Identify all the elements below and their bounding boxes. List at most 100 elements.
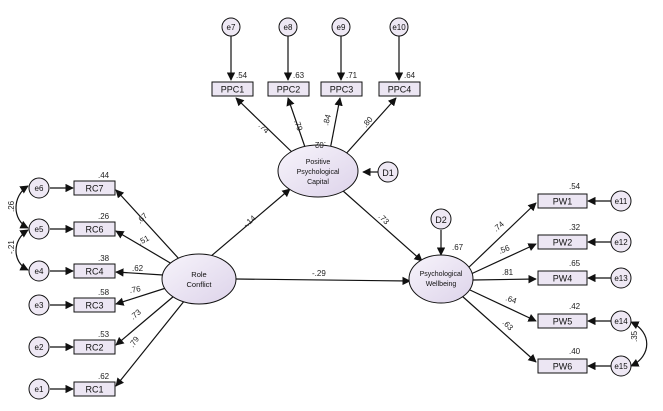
error-e13: e13 <box>610 267 632 289</box>
indicator-rc6: RC6 <box>73 221 116 237</box>
r2-rc6: .26 <box>98 212 110 221</box>
error-e9: e9 <box>331 17 351 37</box>
latent-wellbeing: Psychological Wellbeing <box>408 254 474 304</box>
error-e7: e7 <box>221 17 241 37</box>
latent-label: Conflict <box>186 280 212 289</box>
error-label: e2 <box>35 343 44 352</box>
indicator-ppc3: PPC3 <box>320 81 363 97</box>
coef-rc-to-ppc: -.14 <box>241 213 258 229</box>
indicator-label: PPC4 <box>388 85 412 95</box>
path-pw-pw6 <box>461 295 537 363</box>
path-rc-to-ppc <box>209 188 291 258</box>
loading-ppc3: .84 <box>321 113 333 127</box>
indicator-label: RC1 <box>85 385 103 395</box>
error-label: e5 <box>35 225 44 234</box>
latent-ppc: Positive Psychological Capital <box>277 144 359 198</box>
latent-label: Capital <box>307 179 329 186</box>
path-ppc-ppc1 <box>235 97 297 157</box>
r2-rc2: .53 <box>98 330 110 339</box>
indicator-ppc4: PPC4 <box>378 81 421 97</box>
indicator-pw4: PW4 <box>537 270 588 286</box>
indicator-rc1: RC1 <box>73 381 116 397</box>
path-rc-rc4 <box>115 268 164 277</box>
cov-label-e5-e4: -.21 <box>7 240 16 254</box>
cov-label-e6-e5: .26 <box>7 200 16 212</box>
path-ppc-ppc2 <box>286 97 307 151</box>
indicator-label: RC2 <box>85 343 103 353</box>
error-e12: e12 <box>610 231 632 253</box>
error-label: e11 <box>615 197 628 206</box>
latent-label: Psychological <box>297 169 340 176</box>
error-label: e9 <box>337 23 346 32</box>
path-rc-rc6 <box>115 230 173 265</box>
r2-pw1: .54 <box>569 182 581 191</box>
loading-ppc2: .79 <box>292 119 304 133</box>
r2-pw6: .40 <box>569 347 581 356</box>
loading-rc2: .73 <box>129 307 144 321</box>
indicator-rc7: RC7 <box>73 180 116 196</box>
indicator-label: PPC3 <box>330 85 354 95</box>
indicator-rc3: RC3 <box>73 297 116 313</box>
loading-pw2: .56 <box>497 243 511 256</box>
indicator-ppc1: PPC1 <box>211 81 254 97</box>
path-ppc-ppc3 <box>329 97 343 151</box>
loading-rc6: .51 <box>137 233 152 246</box>
indicator-label: RC6 <box>85 225 103 235</box>
error-label: e1 <box>35 385 44 394</box>
latent-label: Wellbeing <box>426 281 457 288</box>
indicator-label: PW6 <box>553 362 573 372</box>
indicator-pw2: PW2 <box>537 234 588 250</box>
path-ppc-to-pw <box>341 189 423 262</box>
loading-ppc1: .74 <box>257 121 272 136</box>
loading-pw5: .64 <box>504 293 518 305</box>
cov-label-e14-e15: .35 <box>630 330 639 342</box>
error-label: e13 <box>614 274 628 283</box>
latent-label: Positive <box>306 159 331 166</box>
r2-ppc1: .54 <box>236 71 248 80</box>
r2-rc1: .62 <box>98 372 110 381</box>
coef-ppc-to-pw: .73 <box>377 212 392 227</box>
error-e3: e3 <box>28 294 50 316</box>
disturbance-label: D2 <box>435 215 447 225</box>
r2-ppc2: .63 <box>293 71 305 80</box>
error-label: e10 <box>392 23 406 32</box>
path-pw-pw5 <box>469 289 537 322</box>
indicator-pw1: PW1 <box>537 193 588 209</box>
error-label: e7 <box>227 23 236 32</box>
path-pw-pw1 <box>465 202 537 271</box>
error-label: e4 <box>35 267 44 276</box>
indicator-label: RC4 <box>85 267 103 277</box>
loading-rc4: .62 <box>132 264 144 273</box>
r2-pw5: .42 <box>569 302 581 311</box>
disturbance-d2: D2 <box>430 208 452 230</box>
path-rc-rc2 <box>115 295 175 346</box>
indicator-label: PPC2 <box>277 85 301 95</box>
error-e6: e6 <box>28 177 50 199</box>
path-rc-rc3 <box>115 287 167 306</box>
indicator-ppc2: PPC2 <box>267 81 310 97</box>
path-rc-to-pw <box>235 276 411 286</box>
indicator-pw6: PW6 <box>537 358 588 374</box>
indicator-label: RC3 <box>85 301 103 311</box>
path-pw-pw2 <box>470 243 537 275</box>
disturbance-label: D1 <box>382 168 394 178</box>
r2-rc7: .44 <box>98 171 110 180</box>
error-e4: e4 <box>28 260 50 282</box>
path-rc-rc7 <box>115 189 181 261</box>
indicator-rc2: RC2 <box>73 339 116 355</box>
r2-pw2: .32 <box>569 223 581 232</box>
disturbance-d1: D1 <box>377 161 399 183</box>
loading-ppc4: .80 <box>361 115 375 130</box>
error-label: e8 <box>284 23 293 32</box>
r2-pw4: .65 <box>569 259 581 268</box>
error-label: e6 <box>35 184 44 193</box>
path-rc-rc1 <box>115 299 186 387</box>
indicator-label: RC7 <box>85 184 103 194</box>
latent-label: Role <box>191 270 206 279</box>
indicator-label: PPC1 <box>221 85 245 95</box>
r2-rc4: .38 <box>98 254 110 263</box>
cov-e6-e5 <box>15 185 29 229</box>
loading-rc1: .79 <box>127 334 141 349</box>
r2-rc3: .58 <box>98 288 110 297</box>
